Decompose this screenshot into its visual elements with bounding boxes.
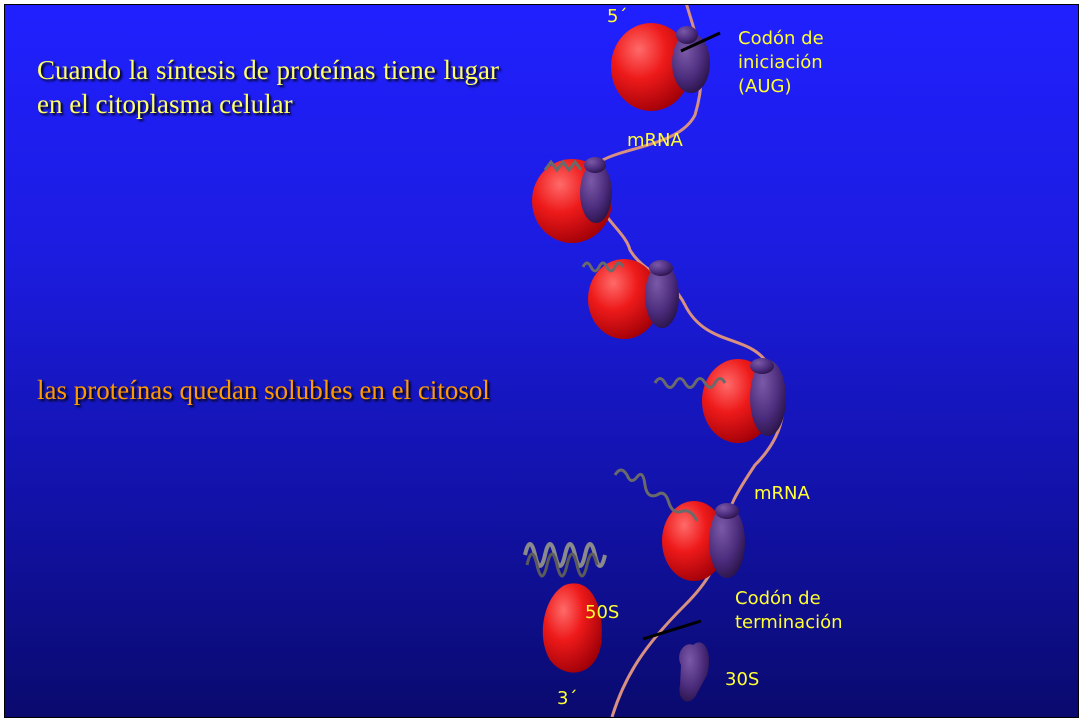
ribosome-2 <box>532 157 612 243</box>
stop-codon-label-line-2: terminación <box>735 612 843 633</box>
stop-codon-pointer <box>642 619 702 641</box>
result-text: las proteínas quedan solubles en el cito… <box>37 375 490 405</box>
five-prime-label: 5´ <box>607 6 628 27</box>
slide: Cuando la síntesis de proteínas tiene lu… <box>4 4 1079 718</box>
ribosome-3 <box>581 259 679 339</box>
mrna-label-bottom: mRNA <box>754 483 810 504</box>
start-codon-label-line-3: (AUG) <box>738 76 792 97</box>
ribosome-4 <box>653 358 786 443</box>
stop-codon-label-line-1: Codón de <box>735 588 821 609</box>
released-protein <box>523 542 607 578</box>
start-codon-label-line-1: Codón de <box>738 28 824 49</box>
ribosome-1 <box>611 23 710 111</box>
start-codon-label-line-2: iniciación <box>738 52 823 73</box>
small-subunit-label: 30S <box>725 669 760 690</box>
mrna-label-top: mRNA <box>627 130 683 151</box>
polyribosome-diagram <box>523 5 786 717</box>
intro-text: Cuando la síntesis de proteínas tiene lu… <box>37 55 499 119</box>
start-codon-pointer <box>680 31 721 53</box>
three-prime-label: 3´ <box>557 688 578 709</box>
large-subunit-label: 50S <box>585 602 620 623</box>
ribosome-5 <box>613 468 745 581</box>
large-subunit-free <box>542 583 602 673</box>
small-subunit-free <box>679 642 710 702</box>
